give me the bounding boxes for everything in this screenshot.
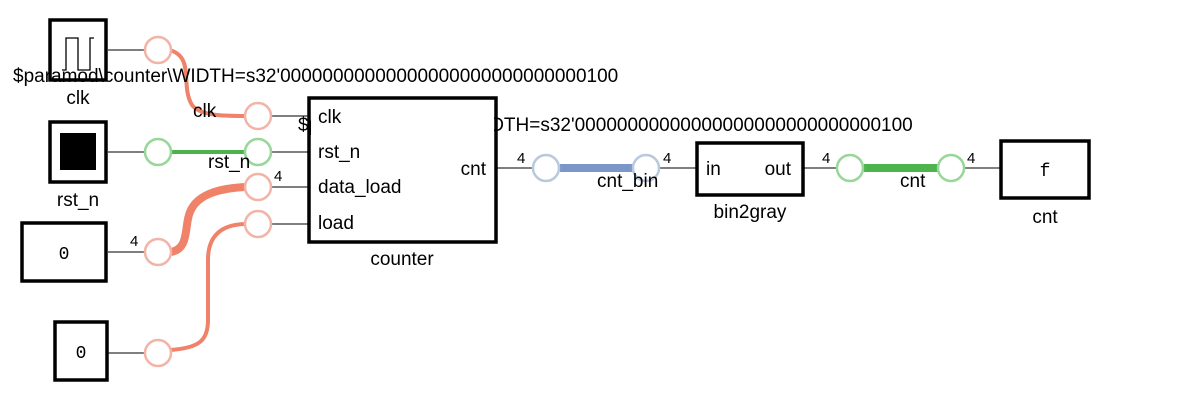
counter-port-rst-n-overlay: rst_n [318, 142, 360, 163]
bin2gray-port-in: in [706, 159, 721, 180]
bin2gray-module-name: bin2gray [714, 202, 787, 223]
counter-port-data-load-overlay: data_load [318, 177, 401, 198]
data-load-constant-value: 0 [59, 245, 70, 265]
counter-param-label: $paramod\counter\WIDTH=s32'0000000000000… [13, 66, 618, 87]
bin2gray-out-port[interactable] [835, 153, 865, 183]
cnt-output-width: 4 [967, 150, 975, 167]
counter-data-load-port[interactable] [243, 172, 273, 202]
counter-rst-port[interactable] [243, 137, 273, 167]
rst-source-port[interactable] [143, 137, 173, 167]
rst-n-input[interactable]: rst_n [48, 120, 108, 211]
counter-port-load-overlay: load [318, 213, 354, 234]
cnt-output[interactable]: f cnt [999, 139, 1091, 228]
reset-square-icon [60, 133, 96, 170]
clk-input[interactable]: clk [48, 18, 108, 109]
counter-port-clk-overlay: clk [318, 107, 342, 128]
rst-n-input-label: rst_n [57, 190, 99, 211]
clk-wire [169, 48, 247, 118]
load-source-port[interactable] [143, 338, 173, 368]
counter-port-cnt-overlay: cnt [461, 159, 487, 180]
counter-cnt-out-port[interactable] [531, 153, 561, 183]
cnt-output-port[interactable] [936, 153, 966, 183]
counter-module-name: counter [370, 249, 434, 270]
bin2gray-in-port[interactable] [631, 153, 661, 183]
counter-clk-port[interactable] [243, 101, 273, 131]
counter-out-width: 4 [517, 150, 525, 167]
cnt-wire-label: cnt [900, 171, 926, 192]
load-constant[interactable]: 0 [53, 320, 109, 382]
bin2gray-port-out: out [765, 159, 792, 180]
cnt-output-name: cnt [1032, 207, 1058, 228]
bin2gray-in-width: 4 [663, 150, 671, 167]
cnt-bin-wire-label: cnt_bin [597, 171, 658, 192]
rst-wire-label: rst_n [208, 152, 250, 173]
cnt-output-value: f [1040, 162, 1051, 182]
data-load-wire [168, 183, 247, 256]
load-constant-value: 0 [76, 344, 87, 364]
load-wire [169, 222, 245, 352]
bin2gray-out-width: 4 [822, 150, 830, 167]
bin2gray-module[interactable]: in out bin2gray [695, 141, 805, 223]
clock-waveform-icon [62, 37, 94, 71]
clk-source-port[interactable] [143, 35, 173, 65]
clk-wire-label: clk [193, 101, 217, 122]
data-load-width: 4 [274, 168, 282, 185]
data-load-constant[interactable]: 0 [20, 221, 108, 283]
counter-load-port[interactable] [243, 209, 273, 239]
data-load-source-port[interactable] [143, 237, 173, 267]
clk-input-label: clk [66, 88, 90, 109]
data-load-constant-width: 4 [130, 233, 138, 250]
